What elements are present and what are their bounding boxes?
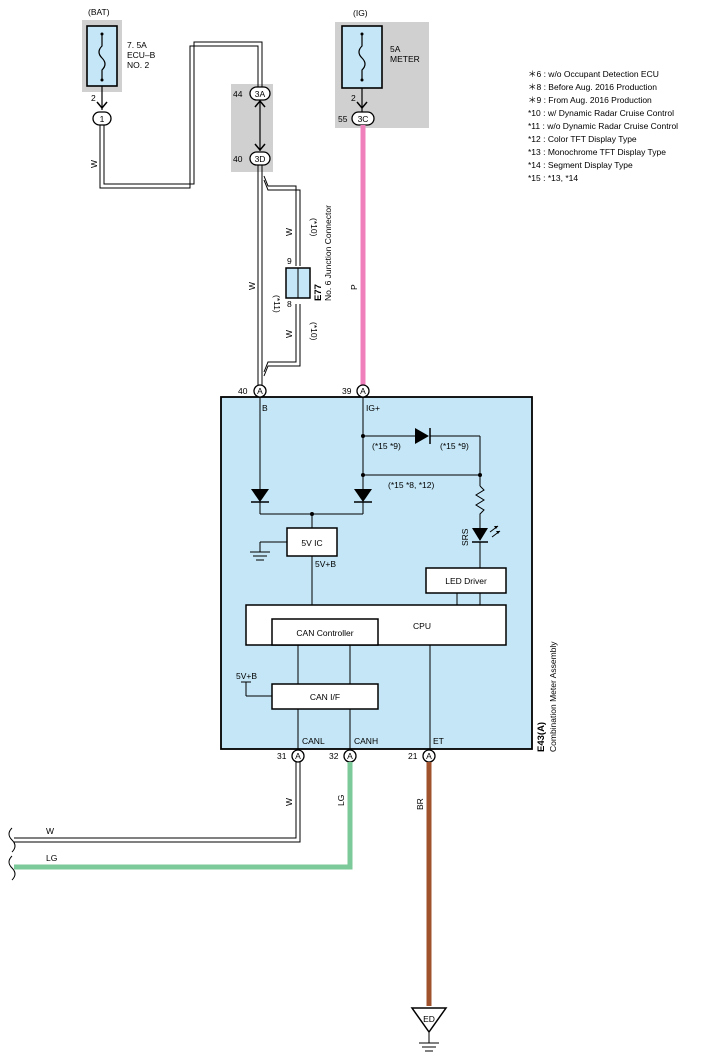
- bat-connector: [92, 111, 112, 126]
- ground-id: ED: [423, 1014, 435, 1024]
- pin-et-conn: A: [426, 751, 432, 761]
- can-controller-box: [271, 618, 379, 646]
- w-label-jc-top: W: [284, 228, 294, 236]
- legend-line: *10 : w/ Dynamic Radar Cruise Control: [528, 108, 674, 118]
- pin-et-label: ET: [433, 736, 444, 746]
- canl-w-label: W: [284, 798, 294, 806]
- jb-top-pin: 44: [233, 89, 243, 99]
- jc-id: E77: [313, 284, 324, 301]
- break-mark-lower: [8, 855, 16, 881]
- jc-pin-top: 9: [287, 256, 292, 266]
- pin-canh-label: CANH: [354, 736, 378, 746]
- p-label: P: [349, 284, 359, 290]
- note-15-8-12: (*15 *8, *12): [388, 480, 434, 490]
- ig-fuse-pin: 2: [351, 93, 356, 103]
- pin-ig-label: IG+: [366, 403, 380, 413]
- bat-w-wire: [99, 41, 263, 189]
- bat-fuse-pin: 2: [91, 93, 96, 103]
- ground-point-ed: [410, 1007, 448, 1034]
- jb-bottom-conn: 3D: [255, 154, 266, 164]
- legend-line: ＊9 : From Aug. 2016 Production: [528, 95, 652, 105]
- led-driver-box: [425, 567, 507, 594]
- diode-ig: [354, 489, 372, 502]
- jb-bottom-connector: [249, 151, 271, 166]
- pin-b-label: B: [262, 403, 268, 413]
- bat-fuse-name1: ECU–B: [127, 50, 156, 60]
- legend-line: ＊8 : Before Aug. 2016 Production: [528, 82, 657, 92]
- canl-w-wire: [14, 762, 301, 843]
- diode-b: [251, 489, 269, 502]
- w-label-jc-bottom: W: [284, 330, 294, 338]
- left-lg-label: LG: [46, 853, 57, 863]
- legend-line: *14 : Segment Display Type: [528, 160, 633, 170]
- ic-5v-label: 5V IC: [301, 538, 322, 548]
- diode-led-path: [415, 428, 429, 444]
- pin-canl-conn: A: [295, 751, 301, 761]
- ig-fuse-rating: 5A: [390, 44, 401, 54]
- can-if-label: CAN I/F: [310, 692, 340, 702]
- pin-ig-num: 39: [342, 386, 352, 396]
- canh-lg-wire: [14, 762, 353, 870]
- canh-lg-label: LG: [336, 795, 346, 806]
- v5b-label-2: 5V+B: [236, 671, 257, 681]
- legend-line: *13 : Monochrome TFT Display Type: [528, 147, 666, 157]
- pin-b-num: 40: [238, 386, 248, 396]
- meter-name: Combination Meter Assembly: [548, 641, 558, 752]
- ig-fuse-name1: METER: [390, 54, 420, 64]
- ig-fuse-symbol: [358, 34, 366, 80]
- left-w-label: W: [46, 826, 54, 836]
- pin-canl-num: 31: [277, 751, 287, 761]
- can-controller-label: CAN Controller: [296, 628, 353, 638]
- w-label-bat: W: [89, 160, 99, 168]
- pin-canh-conn: A: [347, 751, 353, 761]
- note-11: (*11): [272, 295, 282, 313]
- legend: ＊6 : w/o Occupant Detection ECU ＊8 : Bef…: [528, 69, 678, 183]
- ig-connector-pin: 55: [338, 114, 348, 124]
- pin-canl: [291, 749, 305, 763]
- cpu-label: CPU: [413, 621, 431, 631]
- legend-line: *15 : *13, *14: [528, 173, 578, 183]
- ground-icon: [419, 1032, 439, 1052]
- note-10-top: (*10): [309, 218, 319, 237]
- led-driver-label: LED Driver: [445, 576, 487, 586]
- bat-supply-label: (BAT): [88, 7, 110, 17]
- bat-connector-id: 1: [100, 114, 105, 124]
- pin-ig-conn: A: [360, 386, 366, 396]
- jc-name: No. 6 Junction Connector: [323, 205, 333, 301]
- can-if-box: [271, 683, 379, 710]
- break-mark-upper: [8, 827, 16, 853]
- note-15-9-right: (*15 *9): [440, 441, 469, 451]
- srs-led: [472, 528, 488, 541]
- pin-b-conn: A: [257, 386, 263, 396]
- jc-pin-bottom: 8: [287, 299, 292, 309]
- ig-connector-id: 3C: [358, 114, 369, 124]
- jb-bottom-pin: 40: [233, 154, 243, 164]
- ig-supply-label: (IG): [353, 8, 368, 18]
- legend-line: *12 : Color TFT Display Type: [528, 134, 637, 144]
- legend-line: *11 : w/o Dynamic Radar Cruise Control: [528, 121, 678, 131]
- pin-canh-num: 32: [329, 751, 339, 761]
- main-w-wire: [257, 165, 263, 385]
- ic-5v-box: [286, 527, 338, 557]
- jc-bypass-wire: [263, 175, 301, 377]
- srs-label: SRS: [460, 528, 470, 546]
- note-15-9-left: (*15 *9): [372, 441, 401, 451]
- pin-et-num: 21: [408, 751, 418, 761]
- v5b-label-1: 5V+B: [315, 559, 336, 569]
- w-label-main: W: [247, 282, 257, 290]
- bat-fuse-name2: NO. 2: [127, 60, 149, 70]
- meter-id: E43(A): [536, 722, 547, 752]
- legend-line: ＊6 : w/o Occupant Detection ECU: [528, 69, 659, 79]
- jb-top-conn: 3A: [255, 89, 266, 99]
- bat-fuse-rating: 7. 5A: [127, 40, 147, 50]
- bat-fuse-symbol: [98, 34, 106, 80]
- et-br-label: BR: [415, 798, 425, 810]
- pin-canl-label: CANL: [302, 736, 325, 746]
- note-10-bottom: (*10): [309, 322, 319, 341]
